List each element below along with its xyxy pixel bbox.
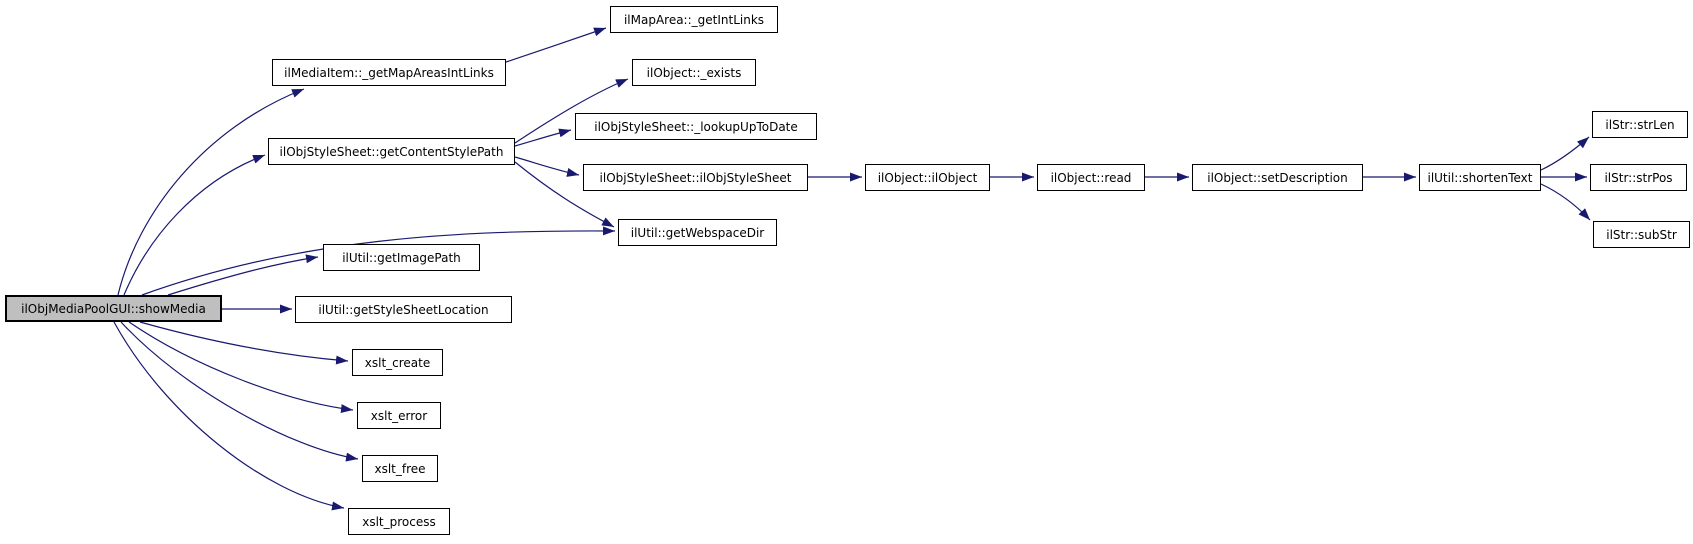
node-xslt-free[interactable]: xslt_free xyxy=(362,455,438,482)
node-get-style-sheet-location[interactable]: ilUtil::getStyleSheetLocation xyxy=(295,296,512,323)
edge-show-media-to-get-map-areas-int-links xyxy=(117,88,305,296)
edge-get-content-style-path-to-il-obj-style-sheet xyxy=(514,156,580,177)
node-xslt-create[interactable]: xslt_create xyxy=(352,349,443,376)
edge-shorten-text-to-str-len xyxy=(1540,136,1590,171)
node-il-obj-style-sheet[interactable]: ilObjStyleSheet::ilObjStyleSheet xyxy=(583,164,808,191)
edge-show-media-to-xslt-process xyxy=(113,321,345,511)
node-get-content-style-path[interactable]: ilObjStyleSheet::getContentStylePath xyxy=(268,138,515,165)
edge-shorten-text-to-sub-str xyxy=(1540,183,1591,221)
node-il-object[interactable]: ilObject::ilObject xyxy=(865,164,990,191)
node-get-webspace-dir[interactable]: ilUtil::getWebspaceDir xyxy=(618,219,777,246)
node-shorten-text[interactable]: ilUtil::shortenText xyxy=(1419,164,1541,191)
node-sub-str[interactable]: ilStr::subStr xyxy=(1593,221,1690,248)
edge-show-media-to-get-webspace-dir xyxy=(141,226,616,296)
edge-get-content-style-path-to-exists xyxy=(514,78,629,144)
node-str-len[interactable]: ilStr::strLen xyxy=(1592,111,1688,138)
edge-show-media-to-get-image-path xyxy=(167,254,319,296)
edge-get-map-areas-int-links-to-get-int-links xyxy=(505,27,607,63)
edge-get-content-style-path-to-get-webspace-dir xyxy=(514,161,615,228)
node-xslt-error[interactable]: xslt_error xyxy=(357,402,441,429)
node-show-media[interactable]: ilObjMediaPoolGUI::showMedia xyxy=(5,295,222,322)
node-get-int-links[interactable]: ilMapArea::_getIntLinks xyxy=(610,6,778,33)
node-exists[interactable]: ilObject::_exists xyxy=(632,59,756,86)
node-str-pos[interactable]: ilStr::strPos xyxy=(1590,164,1687,191)
edge-show-media-to-xslt-create xyxy=(139,321,349,365)
node-get-image-path[interactable]: ilUtil::getImagePath xyxy=(323,244,480,271)
edge-show-media-to-xslt-free xyxy=(120,321,359,462)
edge-show-media-to-get-content-style-path xyxy=(123,154,266,296)
node-read[interactable]: ilObject::read xyxy=(1037,164,1145,191)
node-get-map-areas-int-links[interactable]: ilMediaItem::_getMapAreasIntLinks xyxy=(272,59,506,86)
edge-get-content-style-path-to-lookup-up-to-date xyxy=(514,128,572,147)
node-xslt-process[interactable]: xslt_process xyxy=(348,508,450,535)
edge-show-media-to-xslt-error xyxy=(128,321,354,413)
node-lookup-up-to-date[interactable]: ilObjStyleSheet::_lookupUpToDate xyxy=(575,113,817,140)
node-set-description[interactable]: ilObject::setDescription xyxy=(1192,164,1363,191)
